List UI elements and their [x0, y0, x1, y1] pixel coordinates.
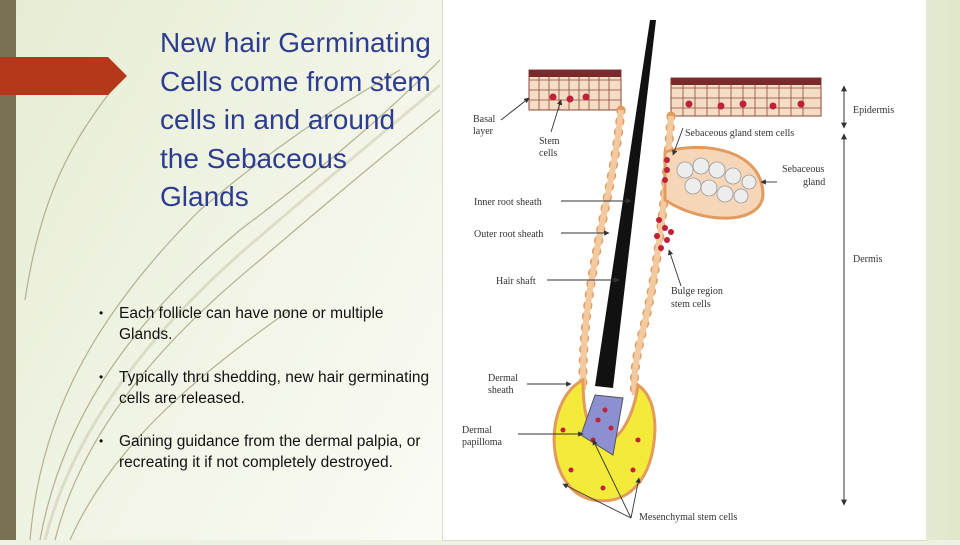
label-basal-layer-line2: layer — [473, 126, 494, 137]
basal-stem-cells — [549, 93, 805, 110]
label-sebaceous-gland-stem-cells: Sebaceous gland stem cells — [685, 128, 794, 139]
label-dermal-sheath-line1: Dermal — [488, 373, 518, 384]
label-sebaceous-gland-line2: gland — [803, 177, 825, 188]
hair-shaft — [595, 20, 656, 388]
label-sebaceous-gland-line1: Sebaceous — [782, 164, 824, 175]
label-dermis: Dermis — [853, 254, 883, 265]
label-basal-layer-line1: Basal — [473, 114, 495, 125]
bullet-text: Typically thru shedding, new hair germin… — [119, 369, 430, 407]
bullet-item: • Typically thru shedding, new hair germ… — [96, 367, 436, 409]
mesenchymal-leader-1 — [562, 483, 632, 519]
sebaceous-stem-leader — [672, 127, 684, 156]
label-dermal-papilloma-line2: papilloma — [462, 437, 503, 448]
bulge-region-leader — [667, 249, 682, 287]
follicle-illustration: Basal layer Stem cells Inner root sheath… — [462, 20, 894, 523]
label-stem-cells-line1: Stem — [539, 136, 560, 147]
epidermis-left — [528, 69, 622, 111]
hair-bulb — [552, 377, 657, 503]
sebaceous-gland — [662, 145, 765, 220]
label-inner-root-sheath: Inner root sheath — [474, 197, 542, 208]
right-decor-strip — [926, 0, 960, 540]
label-dermal-papilloma-line1: Dermal — [462, 425, 492, 436]
label-epidermis: Epidermis — [853, 105, 894, 116]
slide-title: New hair Germinating Cells come from ste… — [160, 27, 431, 212]
label-outer-root-sheath: Outer root sheath — [474, 229, 543, 240]
label-stem-cells-line2: cells — [539, 148, 557, 159]
basal-layer-leader — [500, 97, 530, 121]
mesenchymal-leader-3 — [630, 477, 641, 519]
title-arrow-tab — [0, 57, 127, 95]
bullet-item: • Each follicle can have none or multipl… — [96, 303, 436, 345]
bullet-item: • Gaining guidance from the dermal palpi… — [96, 431, 436, 473]
bullet-dot-icon: • — [99, 306, 104, 320]
bullet-list: • Each follicle can have none or multipl… — [96, 303, 436, 495]
bullet-text: Each follicle can have none or multiple … — [119, 305, 384, 343]
label-mesenchymal-stem-cells: Mesenchymal stem cells — [639, 512, 737, 523]
label-dermal-sheath-line2: sheath — [488, 385, 514, 396]
label-hair-shaft: Hair shaft — [496, 276, 536, 287]
label-bulge-region-line1: Bulge region — [671, 286, 723, 297]
decorative-swirl-lines — [24, 59, 440, 540]
bulge-region-cells — [654, 217, 674, 251]
left-decor-bar — [0, 0, 16, 540]
epidermis-right — [670, 77, 822, 117]
stem-cells-leader — [550, 99, 563, 133]
hair-follicle-diagram: Basal layer Stem cells Inner root sheath… — [443, 0, 926, 540]
label-bulge-region-line2: stem cells — [671, 299, 711, 310]
bullet-dot-icon: • — [99, 434, 104, 448]
mesenchymal-leader-2 — [592, 439, 632, 519]
bullet-text: Gaining guidance from the dermal palpia,… — [119, 433, 421, 471]
bullet-dot-icon: • — [99, 370, 104, 384]
